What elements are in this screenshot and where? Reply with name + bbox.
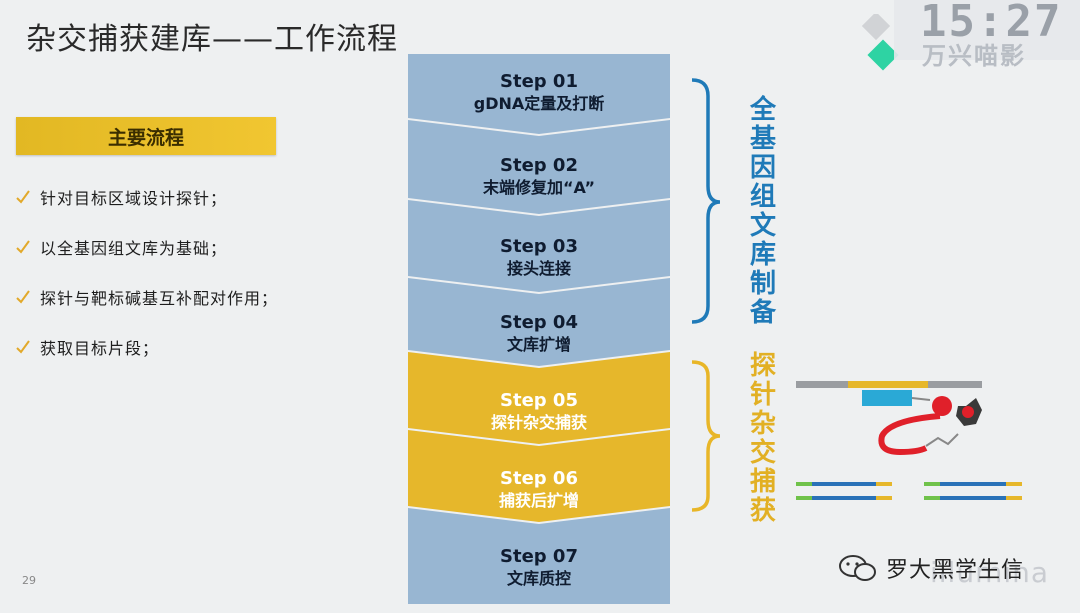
step-07: Step 07 文库质控 [408,546,670,590]
wechat-watermark: 罗大黑学生信 [838,552,1024,584]
check-icon [16,340,30,354]
capture-diagram-icon [796,381,1022,500]
overlay-brand: 万兴喵影 [922,42,1026,70]
step-flow [408,54,670,604]
bullet-item: 获取目标片段； [16,336,278,358]
step-03: Step 03 接头连接 [408,236,670,280]
step-desc: gDNA定量及打断 [473,94,605,113]
step-02-shape [408,120,670,214]
step-03-shape [408,200,670,292]
video-overlay: 15:27 万兴喵影 [894,0,1080,70]
wgs-phase-label: 全基因组文库制备 [749,95,776,328]
bullet-text: 探针与靶标碱基互补配对作用； [40,289,279,308]
main-process-banner: 主要流程 [16,117,276,155]
wechat-icon [839,555,876,581]
capture-phase-label: 探针杂交捕获 [749,351,776,526]
page-number: 29 [22,574,36,587]
step-desc: 文库质控 [506,569,571,588]
step-01: Step 01 gDNA定量及打断 [408,71,670,115]
step-label: Step 01 [500,71,578,92]
step-desc: 文库扩增 [506,335,571,354]
step-label: Step 02 [500,155,578,176]
check-icon [16,290,30,304]
bullet-item: 针对目标区域设计探针； [16,186,278,208]
step-04-shape [408,278,670,366]
step-desc: 接头连接 [506,259,571,278]
step-06-shape [408,430,670,522]
step-label: Step 04 [500,312,578,333]
wechat-account: 罗大黑学生信 [886,558,1025,583]
step-06: Step 06 捕获后扩增 [408,468,670,512]
illumina-logo: illumina [930,556,1050,589]
step-label: Step 03 [500,236,578,257]
capture-bracket [691,360,721,512]
bullet-item: 探针与靶标碱基互补配对作用； [16,286,278,308]
step-label: Step 07 [500,546,578,567]
check-icon [16,190,30,204]
step-02: Step 02 末端修复加“A” [408,155,670,199]
bullet-item: 以全基因组文库为基础； [16,236,278,258]
step-label: Step 05 [500,390,578,411]
step-desc: 探针杂交捕获 [490,413,587,432]
step-01-shape [408,54,670,134]
step-05-shape [408,352,670,444]
banner-label: 主要流程 [107,126,184,149]
logo-icon [858,11,902,80]
step-07-shape [408,508,670,604]
step-desc: 捕获后扩增 [498,491,579,510]
step-05: Step 05 探针杂交捕获 [408,390,670,434]
wgs-bracket [691,78,721,324]
slide-title: 杂交捕获建库——工作流程 [26,22,398,57]
bullet-text: 针对目标区域设计探针； [40,189,228,208]
clock-time: 15:27 [920,0,1063,47]
bullet-text: 以全基因组文库为基础； [40,239,228,258]
check-icon [16,240,30,254]
bullet-list: 针对目标区域设计探针； 以全基因组文库为基础； 探针与靶标碱基互补配对作用； 获… [16,186,278,386]
bullet-text: 获取目标片段； [40,339,160,358]
step-desc: 末端修复加“A” [483,178,595,197]
step-label: Step 06 [500,468,578,489]
step-04: Step 04 文库扩增 [408,312,670,356]
